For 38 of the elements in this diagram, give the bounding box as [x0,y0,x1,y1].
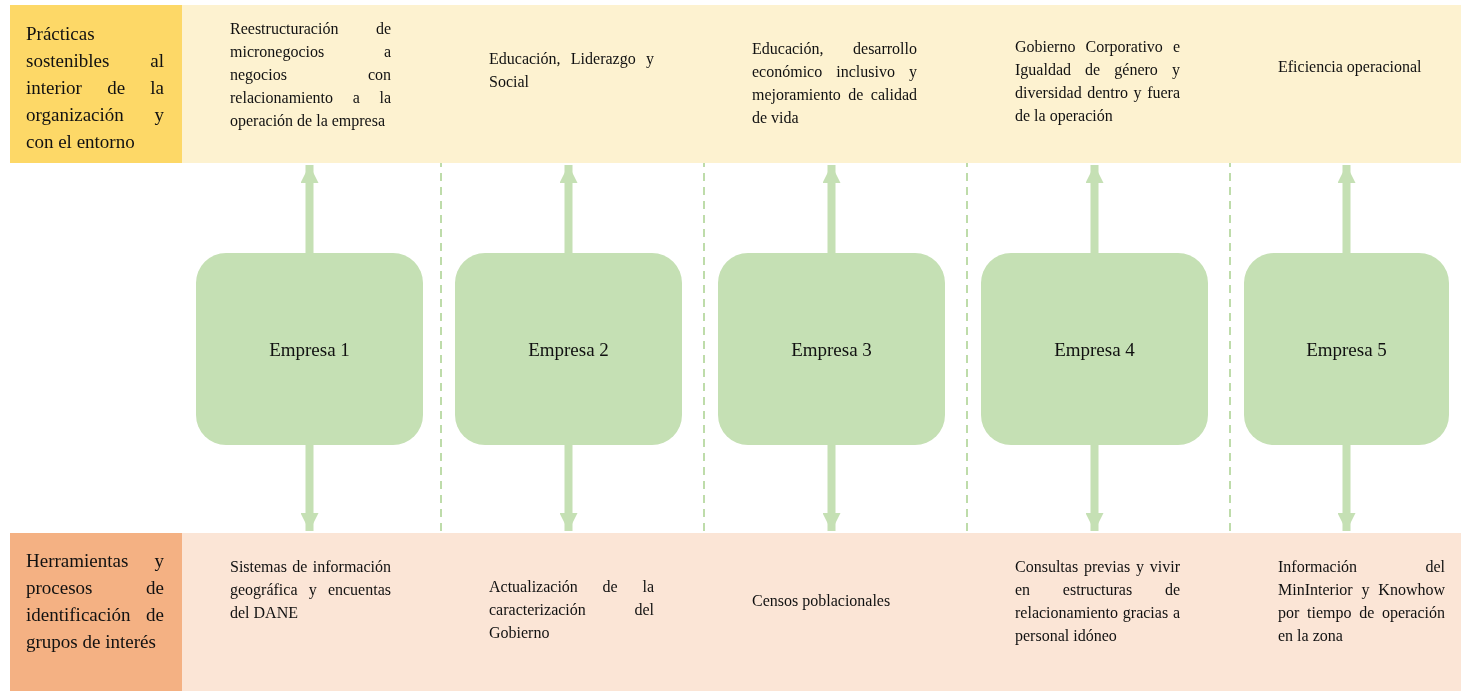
arrow [300,165,319,253]
cell-text: Educación, Liderazgo y Social [489,49,654,92]
arrow [300,445,319,531]
cell-text: Información del MinInterior y Knowhow por tiempo de operación en la zona [1278,557,1445,646]
cell-text: Eficiencia operacional [1278,57,1423,78]
arrow [1085,165,1104,253]
company-label: Empresa 5 [1306,337,1387,361]
arrow [822,165,841,253]
cell-text: Prácticas sostenibles al interior de la organización y con el entorno [26,22,164,154]
cell-text: Educación, desarrollo económico inclusivo y mejoramiento de calidad de vida [752,39,917,128]
company-label: Empresa 1 [269,337,350,361]
company-box [196,253,423,445]
company-box [718,253,945,445]
row-header [10,533,182,691]
text-cell [182,5,441,163]
arrow [559,445,578,531]
cell-text: Herramientas y procesos de identificación de grupos de interés [26,549,164,654]
company-box [1244,253,1449,445]
text-cell [182,533,441,691]
cell-text: Sistemas de información geográfica y encuentas del DANE [230,557,391,623]
company-box [981,253,1208,445]
company-label: Empresa 3 [791,337,872,361]
arrow [1337,165,1356,253]
arrow [822,445,841,531]
arrow [559,165,578,253]
arrow [1337,445,1356,531]
cell-text: Gobierno Corporativo e Igualdad de género y diversidad dentro y fuera de la operación [1015,37,1180,127]
cell-text: Consultas previas y vivir en estructuras de relacionamiento gracias a personal idóneo [1015,557,1180,647]
cell-text: Reestructuración de micronegocios a negocios con relacionamiento a la operación de la empresa [230,19,391,132]
text-cell [1230,533,1461,691]
company-label: Empresa 2 [528,337,609,361]
cell-text: Censos poblacionales [752,591,892,612]
company-box [455,253,682,445]
cell-text: Actualización de la caracterización del Gobierno [489,577,654,643]
row-header [10,5,182,163]
text-cell [1230,5,1461,163]
company-label: Empresa 4 [1054,337,1135,361]
arrow [1085,445,1104,531]
